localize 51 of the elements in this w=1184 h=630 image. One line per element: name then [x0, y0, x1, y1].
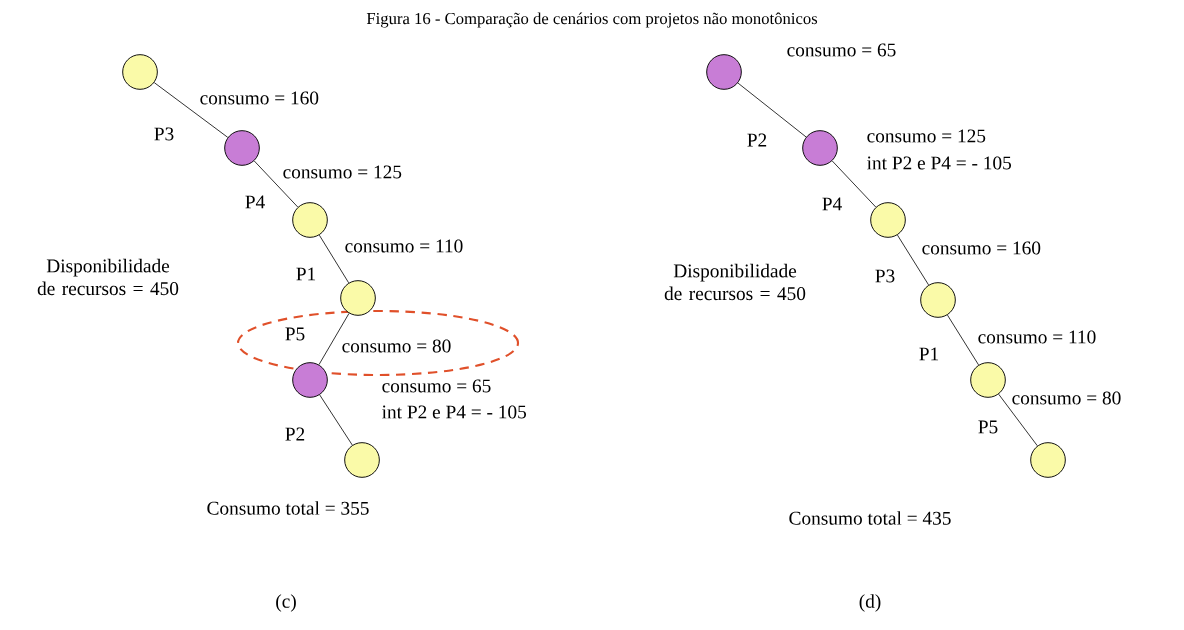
connector-line: [831, 160, 877, 208]
connector-line: [319, 394, 353, 446]
label-text: consumo = 65: [787, 43, 896, 57]
edge-label: P2: [747, 133, 767, 147]
edge-label: P5: [978, 420, 998, 434]
connector-line: [998, 393, 1038, 447]
label-text: Disponibilidade de recursos = 450: [37, 258, 179, 296]
edge-label: P3: [875, 269, 895, 283]
connector-line: [897, 234, 929, 286]
label-text: consumo = 65: [382, 379, 491, 393]
edge-label: P4: [245, 195, 265, 209]
label-text: (c): [276, 594, 296, 612]
label-text: (d): [859, 594, 881, 612]
edge-label: P3: [154, 127, 174, 141]
edge-label: P1: [296, 267, 316, 281]
edge-label: P5: [285, 327, 305, 341]
label-text: Consumo total = 435: [789, 511, 951, 525]
connector-line: [253, 160, 299, 208]
circle-node: [122, 54, 158, 90]
edge-label: P4: [822, 197, 842, 211]
label-text: consumo = 110: [978, 330, 1096, 344]
connector-line: [737, 82, 807, 138]
label-text: consumo = 110: [345, 239, 463, 253]
circle-node: [224, 130, 260, 166]
connector-line: [318, 312, 350, 366]
circle-node: [1030, 442, 1066, 478]
circle-node: [706, 54, 742, 90]
label-text: consumo = 160: [200, 91, 319, 105]
label-text: int P2 e P4 = - 105: [867, 156, 1011, 170]
connector-line: [153, 82, 229, 138]
label-text: Consumo total = 355: [207, 501, 369, 515]
figure-title: Figura 16 - Comparação de cenários com projetos não monotônicos: [366, 12, 818, 28]
edge-label: P1: [919, 347, 939, 361]
connector-line: [947, 314, 979, 366]
label-text: Disponibilidade de recursos = 450: [664, 263, 806, 301]
connector-line: [318, 234, 350, 284]
label-text: consumo = 80: [342, 339, 451, 353]
label-text: int P2 e P4 = - 105: [382, 405, 526, 419]
label-text: consumo = 160: [922, 241, 1041, 255]
label-text: consumo = 125: [867, 129, 986, 143]
label-text: consumo = 80: [1012, 391, 1121, 405]
circle-node: [920, 282, 956, 318]
edge-label: P2: [285, 427, 305, 441]
circle-node: [970, 362, 1006, 398]
circle-node: [292, 362, 328, 398]
circle-node: [802, 130, 838, 166]
circle-node: [344, 442, 380, 478]
circle-node: [292, 202, 328, 238]
circle-node: [340, 280, 376, 316]
circle-node: [870, 202, 906, 238]
label-text: consumo = 125: [283, 165, 402, 179]
